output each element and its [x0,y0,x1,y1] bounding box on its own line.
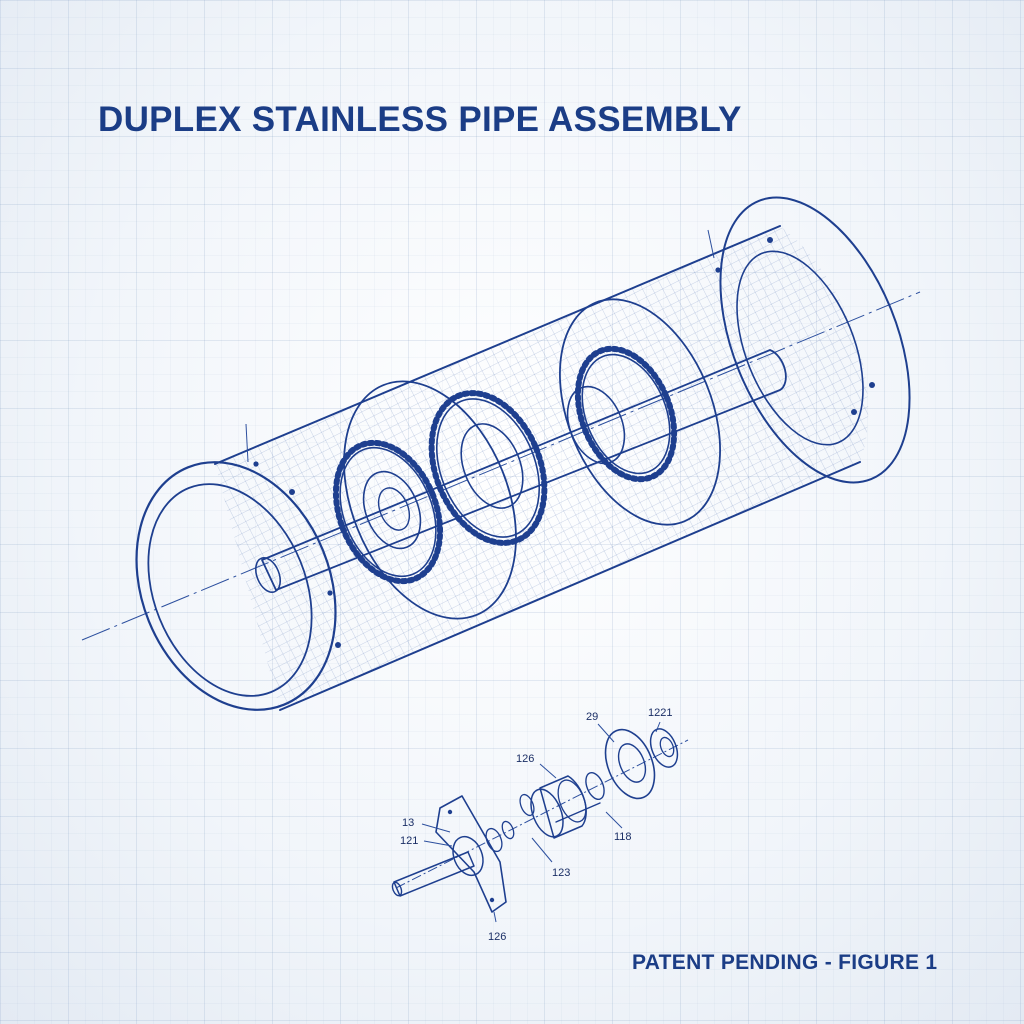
bearing-face [530,788,564,838]
flange-hole-bottom [489,897,495,903]
near-end-ring [135,461,337,711]
mounting-flange [435,795,507,913]
drawing-title: DUPLEX STAINLESS PIPE ASSEMBLY [98,100,742,139]
end-cap-bore [659,736,675,758]
near-end-bore [147,483,313,697]
ref-tick-right [707,229,715,259]
spur-gear-1 [332,439,444,585]
flange-hub [452,835,484,877]
label-29: 29 [586,711,598,723]
bolt-holes [253,237,875,648]
spur-gear-3 [566,345,678,483]
end-cap [649,728,679,768]
washer-1 [501,820,515,840]
far-end-ring [719,196,911,484]
stub-shaft-end [391,881,403,897]
leader-lines [421,721,661,923]
pipe-assembly [81,196,921,711]
detail-axis-line [395,739,689,889]
label-1221: 1221 [648,707,672,719]
spur-gear-2 [428,390,548,546]
far-end-bore [736,250,864,446]
washer-2 [519,793,535,817]
flange-hole-top [447,809,453,815]
figure-caption: PATENT PENDING - FIGURE 1 [632,951,938,974]
bearing-body [539,775,587,839]
exploded-detail: 13 121 126 123 118 29 1221 126 [391,707,689,943]
pipe-bottom-edge [279,461,861,711]
label-126-top: 126 [516,753,534,765]
label-13: 13 [402,817,414,829]
bearing-ring [557,779,587,823]
stub-shaft [393,851,475,897]
label-121: 121 [400,835,418,847]
flange-bushing [485,827,503,853]
drive-shaft [261,349,787,591]
bearing-spindle [555,802,601,823]
label-118: 118 [614,831,632,843]
pipe-top-edge [214,225,781,465]
label-126-bottom: 126 [488,931,506,943]
shaft-end [254,557,282,593]
inner-flange-front [343,380,517,620]
o-ring [585,771,605,801]
label-123: 123 [552,867,570,879]
seal-disc-bore [617,743,647,783]
ref-tick-left [245,423,249,463]
seal-disc [604,728,656,800]
